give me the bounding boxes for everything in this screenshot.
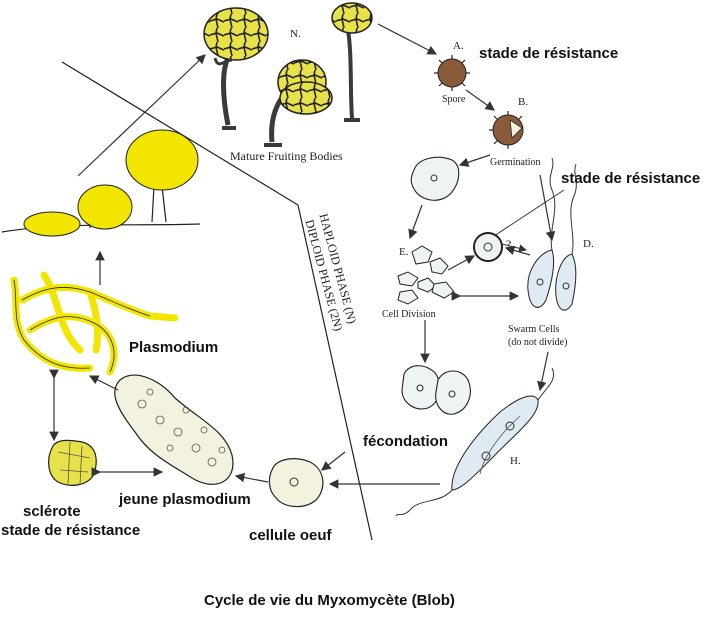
- zygote-cell: [268, 458, 324, 508]
- arrow-germination-to-amoeba: [458, 154, 491, 167]
- developing-fruiting-bodies: [1, 129, 201, 237]
- arrow-cyst-to-swarm: [501, 243, 527, 253]
- germination-label: Germination: [490, 157, 541, 168]
- pointer-to-cyst: [493, 189, 565, 237]
- diagram-caption: Cycle de vie du Myxomycète (Blob): [204, 592, 455, 609]
- arrow-amoeba-to-division: [408, 204, 423, 240]
- stage-letter-n: N.: [290, 28, 301, 40]
- stage-letter-h: H.: [510, 455, 521, 467]
- stage-letter-d: D.: [583, 238, 594, 250]
- arrow-fecondation: [321, 451, 346, 471]
- arrow-spore-to-germination: [465, 89, 495, 111]
- spore: [434, 55, 470, 91]
- question-mark: ?: [506, 237, 512, 251]
- sclerotium-label: sclérote: [23, 503, 81, 520]
- mature-fruiting-bodies: [203, 2, 373, 147]
- fecondation-label: fécondation: [363, 433, 448, 450]
- stage-letter-a: A.: [453, 40, 464, 52]
- zygote-label: cellule oeuf: [249, 527, 332, 544]
- arrow-division-to-cyst: [447, 255, 476, 271]
- arrow-fruiting-to-spore: [377, 23, 438, 55]
- flagellated-gametes: [395, 367, 554, 517]
- fusing-cells: [401, 365, 471, 415]
- germinating-spore: [489, 111, 524, 149]
- young-plasmodium-label: jeune plasmodium: [119, 491, 251, 508]
- plasmodium-label: Plasmodium: [129, 339, 219, 356]
- arrow-zygote-to-young: [234, 472, 269, 483]
- stage-letter-e: E.: [399, 246, 409, 258]
- spore-label: Spore: [442, 94, 466, 105]
- sclerotium: [48, 439, 97, 486]
- young-plasmodium: [114, 374, 234, 485]
- amoeba-cell: [410, 156, 460, 201]
- cell-division-cluster: [397, 245, 455, 305]
- cell-division-label: Cell Division: [382, 309, 436, 320]
- resistance-cyst-label: stade de résistance: [561, 170, 701, 187]
- do-not-divide-label: (do not divide): [508, 337, 568, 348]
- resistance-spore-label: stade de résistance: [479, 45, 619, 62]
- plasmodium-network-outline: [13, 279, 151, 373]
- arrow-to-fruiting-bodies: [77, 54, 206, 177]
- microcyst: [473, 232, 503, 262]
- sclerotium-resistance-label: stade de résistance: [1, 522, 141, 539]
- arrow-swarm-to-flagellate: [537, 351, 549, 392]
- arrow-germination-to-swarm: [539, 174, 556, 242]
- arrow-swarm-to-cyst: [504, 245, 531, 256]
- mature-fruiting-bodies-label: Mature Fruiting Bodies: [230, 149, 343, 163]
- stage-letter-b: B.: [518, 96, 529, 108]
- swarm-cells-label: Swarm Cells: [508, 324, 560, 335]
- swarm-cells: [527, 157, 577, 311]
- arrow-young-to-plasmodium: [88, 375, 119, 391]
